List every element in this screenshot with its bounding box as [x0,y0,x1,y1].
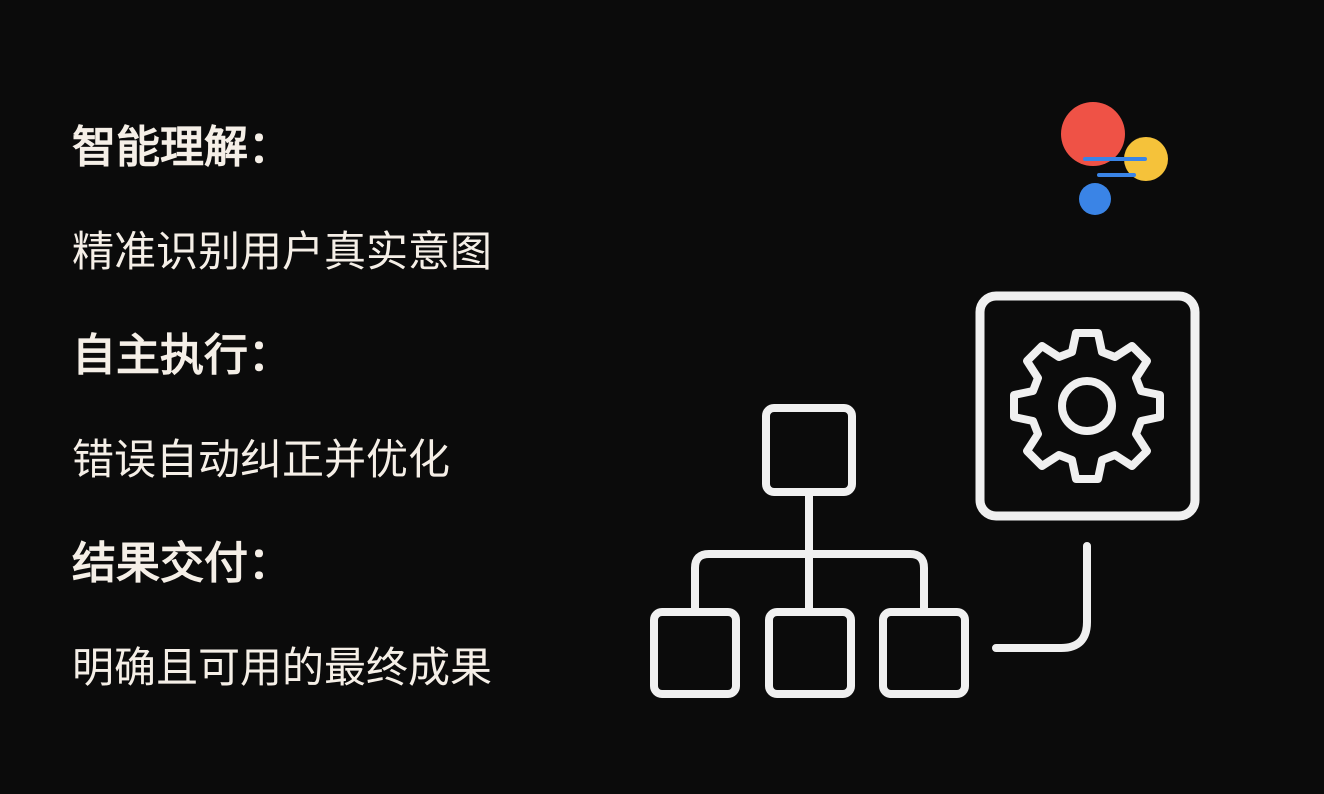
description-result-delivery: 明确且可用的最终成果 [72,643,493,692]
description-autonomous-execution: 错误自动纠正并优化 [72,435,451,484]
heading-autonomous-execution: 自主执行： [72,330,292,381]
gear-icon [1010,329,1164,483]
hierarchy-child-node [765,608,855,698]
hierarchy-child-node [650,608,740,698]
connector-line [992,542,1091,652]
description-smart-understanding: 精准识别用户真实意图 [72,227,493,276]
heading-smart-understanding: 智能理解： [72,122,292,173]
hierarchy-diagram-icon [650,404,969,698]
gear-center [1058,377,1116,435]
hierarchy-child-node [879,608,969,698]
logo-blue-dot [1079,183,1111,215]
gear-frame [975,291,1200,521]
hierarchy-branch [691,550,928,612]
assistant-logo-icon [1061,102,1168,215]
heading-result-delivery: 结果交付： [72,538,292,589]
hierarchy-top-node [762,404,856,496]
logo-red-dot [1061,102,1125,166]
gear-box [975,291,1200,521]
gear-outline [1010,329,1164,483]
